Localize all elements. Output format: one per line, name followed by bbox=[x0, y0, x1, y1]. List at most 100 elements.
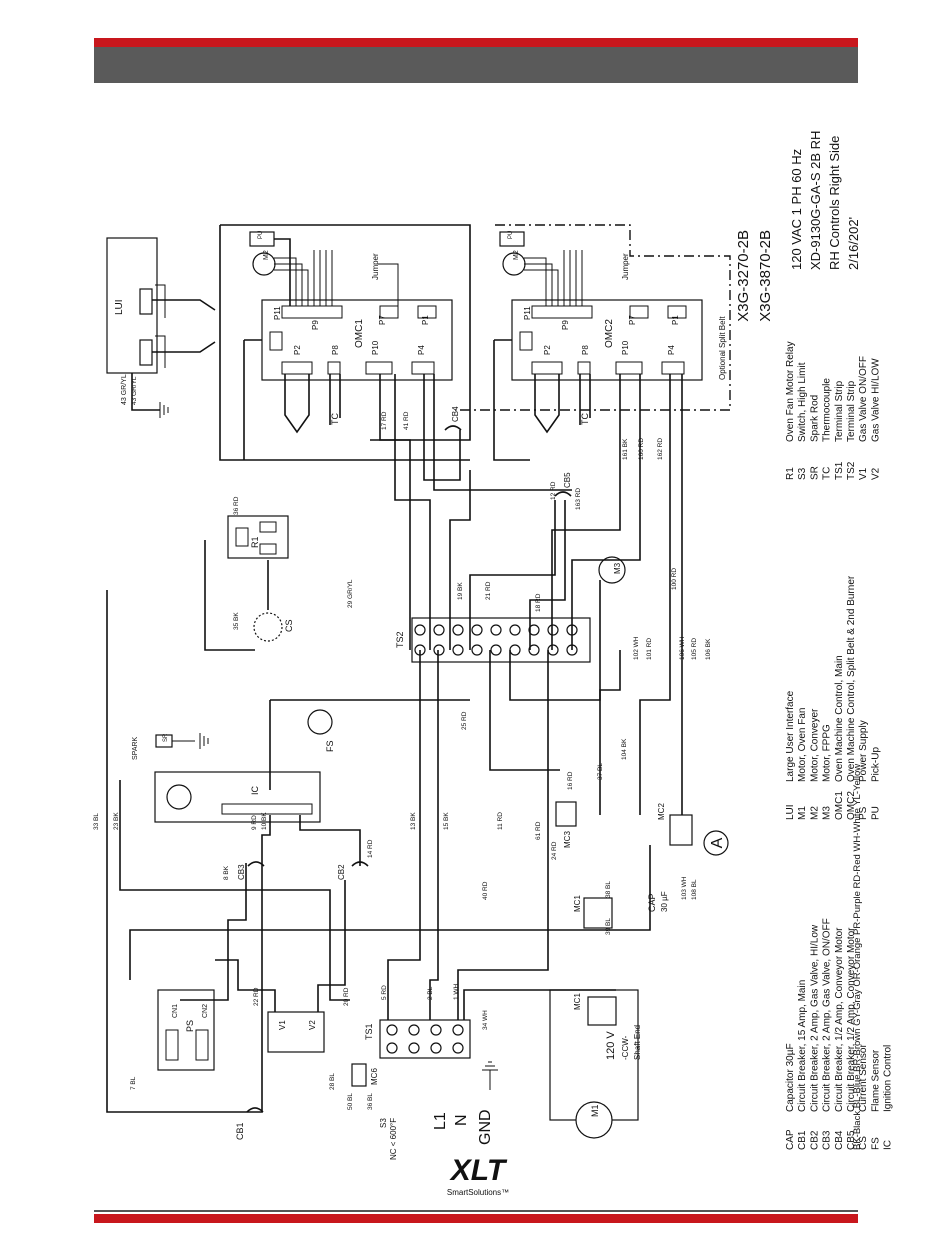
svg-text:PU: PU bbox=[258, 231, 264, 239]
wiring-runs bbox=[106, 225, 683, 1113]
legend-code: R1 bbox=[785, 467, 796, 480]
legend-code: IC bbox=[883, 1140, 894, 1150]
ts1-terminal-strip: TS1 bbox=[364, 1019, 471, 1059]
r1-relay: R1 bbox=[227, 515, 289, 559]
legend-desc: Oven Fan Motor Relay bbox=[785, 341, 796, 442]
m3-motor: M3 bbox=[598, 556, 626, 584]
mc2-connector: MC2 bbox=[657, 803, 693, 846]
ts2-terminal bbox=[509, 644, 521, 656]
wire-label: 50 BL bbox=[347, 1093, 354, 1110]
wire-label: 8 BK bbox=[223, 865, 230, 880]
wire-label: 36 RD bbox=[233, 496, 240, 515]
lui-panel: LUI 43 GR/YL bbox=[106, 237, 216, 418]
wire-label: 10 BK bbox=[261, 812, 268, 830]
ts2-terminal bbox=[528, 624, 540, 636]
svg-text:A: A bbox=[709, 837, 726, 848]
legend-desc: Terminal Strip bbox=[834, 380, 845, 442]
svg-text:P11: P11 bbox=[523, 306, 532, 320]
legend-desc: Capacitor 30µF bbox=[785, 1043, 796, 1112]
legend-code: CS bbox=[858, 1136, 869, 1150]
legend-code: CB5 bbox=[846, 1130, 857, 1150]
ts2-terminal bbox=[452, 644, 464, 656]
svg-text:CB5: CB5 bbox=[563, 472, 572, 488]
svg-text:MC2: MC2 bbox=[657, 803, 666, 820]
svg-text:CB4: CB4 bbox=[451, 406, 460, 422]
svg-text:P11: P11 bbox=[273, 306, 282, 320]
legend-code: CB1 bbox=[797, 1130, 808, 1150]
svg-text:P9: P9 bbox=[561, 320, 570, 330]
color-key: BK-Black BL-Blue BR-Brown GY-Gray OR-Ora… bbox=[852, 764, 863, 1150]
wire-label: 104 BK bbox=[621, 738, 628, 760]
ts2-terminal bbox=[433, 624, 445, 636]
svg-text:M2: M2 bbox=[513, 250, 520, 260]
svg-text:Optional Split Belt: Optional Split Belt bbox=[718, 316, 727, 380]
legend-desc: Flame Sensor bbox=[870, 1049, 881, 1112]
svg-text:43 GR/YL: 43 GR/YL bbox=[121, 374, 128, 405]
svg-text:FS: FS bbox=[325, 740, 335, 752]
omc1-p2-cable: TC bbox=[284, 374, 341, 434]
wire-label: 34 WH bbox=[482, 1010, 489, 1030]
legend-code: TS1 bbox=[834, 461, 845, 480]
svg-text:P8: P8 bbox=[581, 345, 590, 355]
svg-text:CB2: CB2 bbox=[337, 864, 346, 880]
legend-code: OMC2 bbox=[846, 791, 857, 820]
line-labels: L1 N GND bbox=[432, 1061, 498, 1145]
ic-ignition-control: IC bbox=[154, 771, 321, 823]
ts2-terminal bbox=[471, 624, 483, 636]
legend-desc: Current Sensor bbox=[858, 1044, 869, 1112]
l1-label: L1 bbox=[432, 1112, 449, 1130]
wire-label: 12 RD bbox=[550, 481, 557, 500]
legend-code: TC bbox=[822, 467, 833, 480]
svg-text:TC: TC bbox=[330, 413, 340, 425]
ts2-terminal bbox=[452, 624, 464, 636]
ts2-terminal bbox=[471, 644, 483, 656]
n-label: N bbox=[453, 1114, 470, 1126]
v1-v2-gas-valves: V1 V2 bbox=[267, 1011, 325, 1053]
ts2-terminal bbox=[547, 624, 559, 636]
svg-text:OMC1: OMC1 bbox=[354, 319, 365, 348]
legend-code: LUI bbox=[785, 804, 796, 820]
svg-text:TS1: TS1 bbox=[364, 1023, 374, 1040]
legend-desc: Circuit Breaker, 2 Amp, Gas Valve, HI/Lo… bbox=[809, 924, 820, 1112]
legend-desc: Oven Machine Control, Split Belt & 2nd B… bbox=[846, 575, 857, 782]
legend-code: CB3 bbox=[822, 1130, 833, 1150]
svg-text:IC: IC bbox=[250, 785, 260, 795]
legend-desc: Circuit Breaker, 1/2 Amp, Conveyor Motor bbox=[846, 927, 857, 1112]
legend-code: CB4 bbox=[834, 1130, 845, 1150]
wire-label: 13 BK bbox=[410, 812, 417, 830]
legend-desc: Gas Valve HI/LOW bbox=[870, 358, 881, 442]
ts2-terminal bbox=[547, 644, 559, 656]
wire-label: 100 RD bbox=[671, 568, 678, 590]
legend-code: OMC1 bbox=[834, 791, 845, 820]
ts2-terminal bbox=[528, 644, 540, 656]
cap-capacitor-box: MC1 CAP 30 µF bbox=[573, 891, 669, 929]
legend-desc: Oven Machine Control, Main bbox=[834, 655, 845, 782]
svg-text:PU: PU bbox=[508, 231, 514, 239]
wire-label: 38 BL bbox=[605, 881, 612, 898]
svg-text:P1: P1 bbox=[421, 315, 430, 325]
spec-power: 120 VAC 1 PH 60 Hz bbox=[789, 149, 804, 270]
wire-label: 61 RD bbox=[535, 821, 542, 840]
circle-a-marker: A bbox=[703, 830, 729, 856]
svg-text:S3: S3 bbox=[379, 1118, 388, 1128]
legend-code: CAP bbox=[785, 1129, 796, 1150]
svg-text:PS: PS bbox=[185, 1020, 195, 1032]
header-bar bbox=[94, 47, 858, 83]
wire-label: 15 BK bbox=[443, 812, 450, 830]
ts2-terminal bbox=[509, 624, 521, 636]
svg-text:NC < 600°F: NC < 600°F bbox=[389, 1118, 398, 1160]
legend-code: TS2 bbox=[846, 461, 857, 480]
ts2-terminal-strip: TS2 bbox=[395, 617, 591, 663]
omc1-board: OMC1 P11 P2 P9 P8 P10 P7 P4 P1 bbox=[261, 299, 453, 381]
legend-desc: Pick-Up bbox=[870, 747, 881, 782]
spec-drawing: XD-9130G-GA-S 2B RH bbox=[808, 131, 823, 270]
title-block: X3G-3270-2B X3G-3870-2B bbox=[735, 230, 774, 322]
legend-code: S3 bbox=[797, 467, 808, 480]
legend-desc: Circuit Breaker, 2 Amp, Gas Valve, ON/OF… bbox=[822, 918, 833, 1112]
svg-text:MC6: MC6 bbox=[370, 1068, 379, 1085]
legend-desc: Large User Interface bbox=[785, 690, 796, 782]
svg-text:P2: P2 bbox=[543, 345, 552, 355]
wire-label: 28 BL bbox=[329, 1073, 336, 1090]
wire-label: 20 RD bbox=[343, 987, 350, 1006]
